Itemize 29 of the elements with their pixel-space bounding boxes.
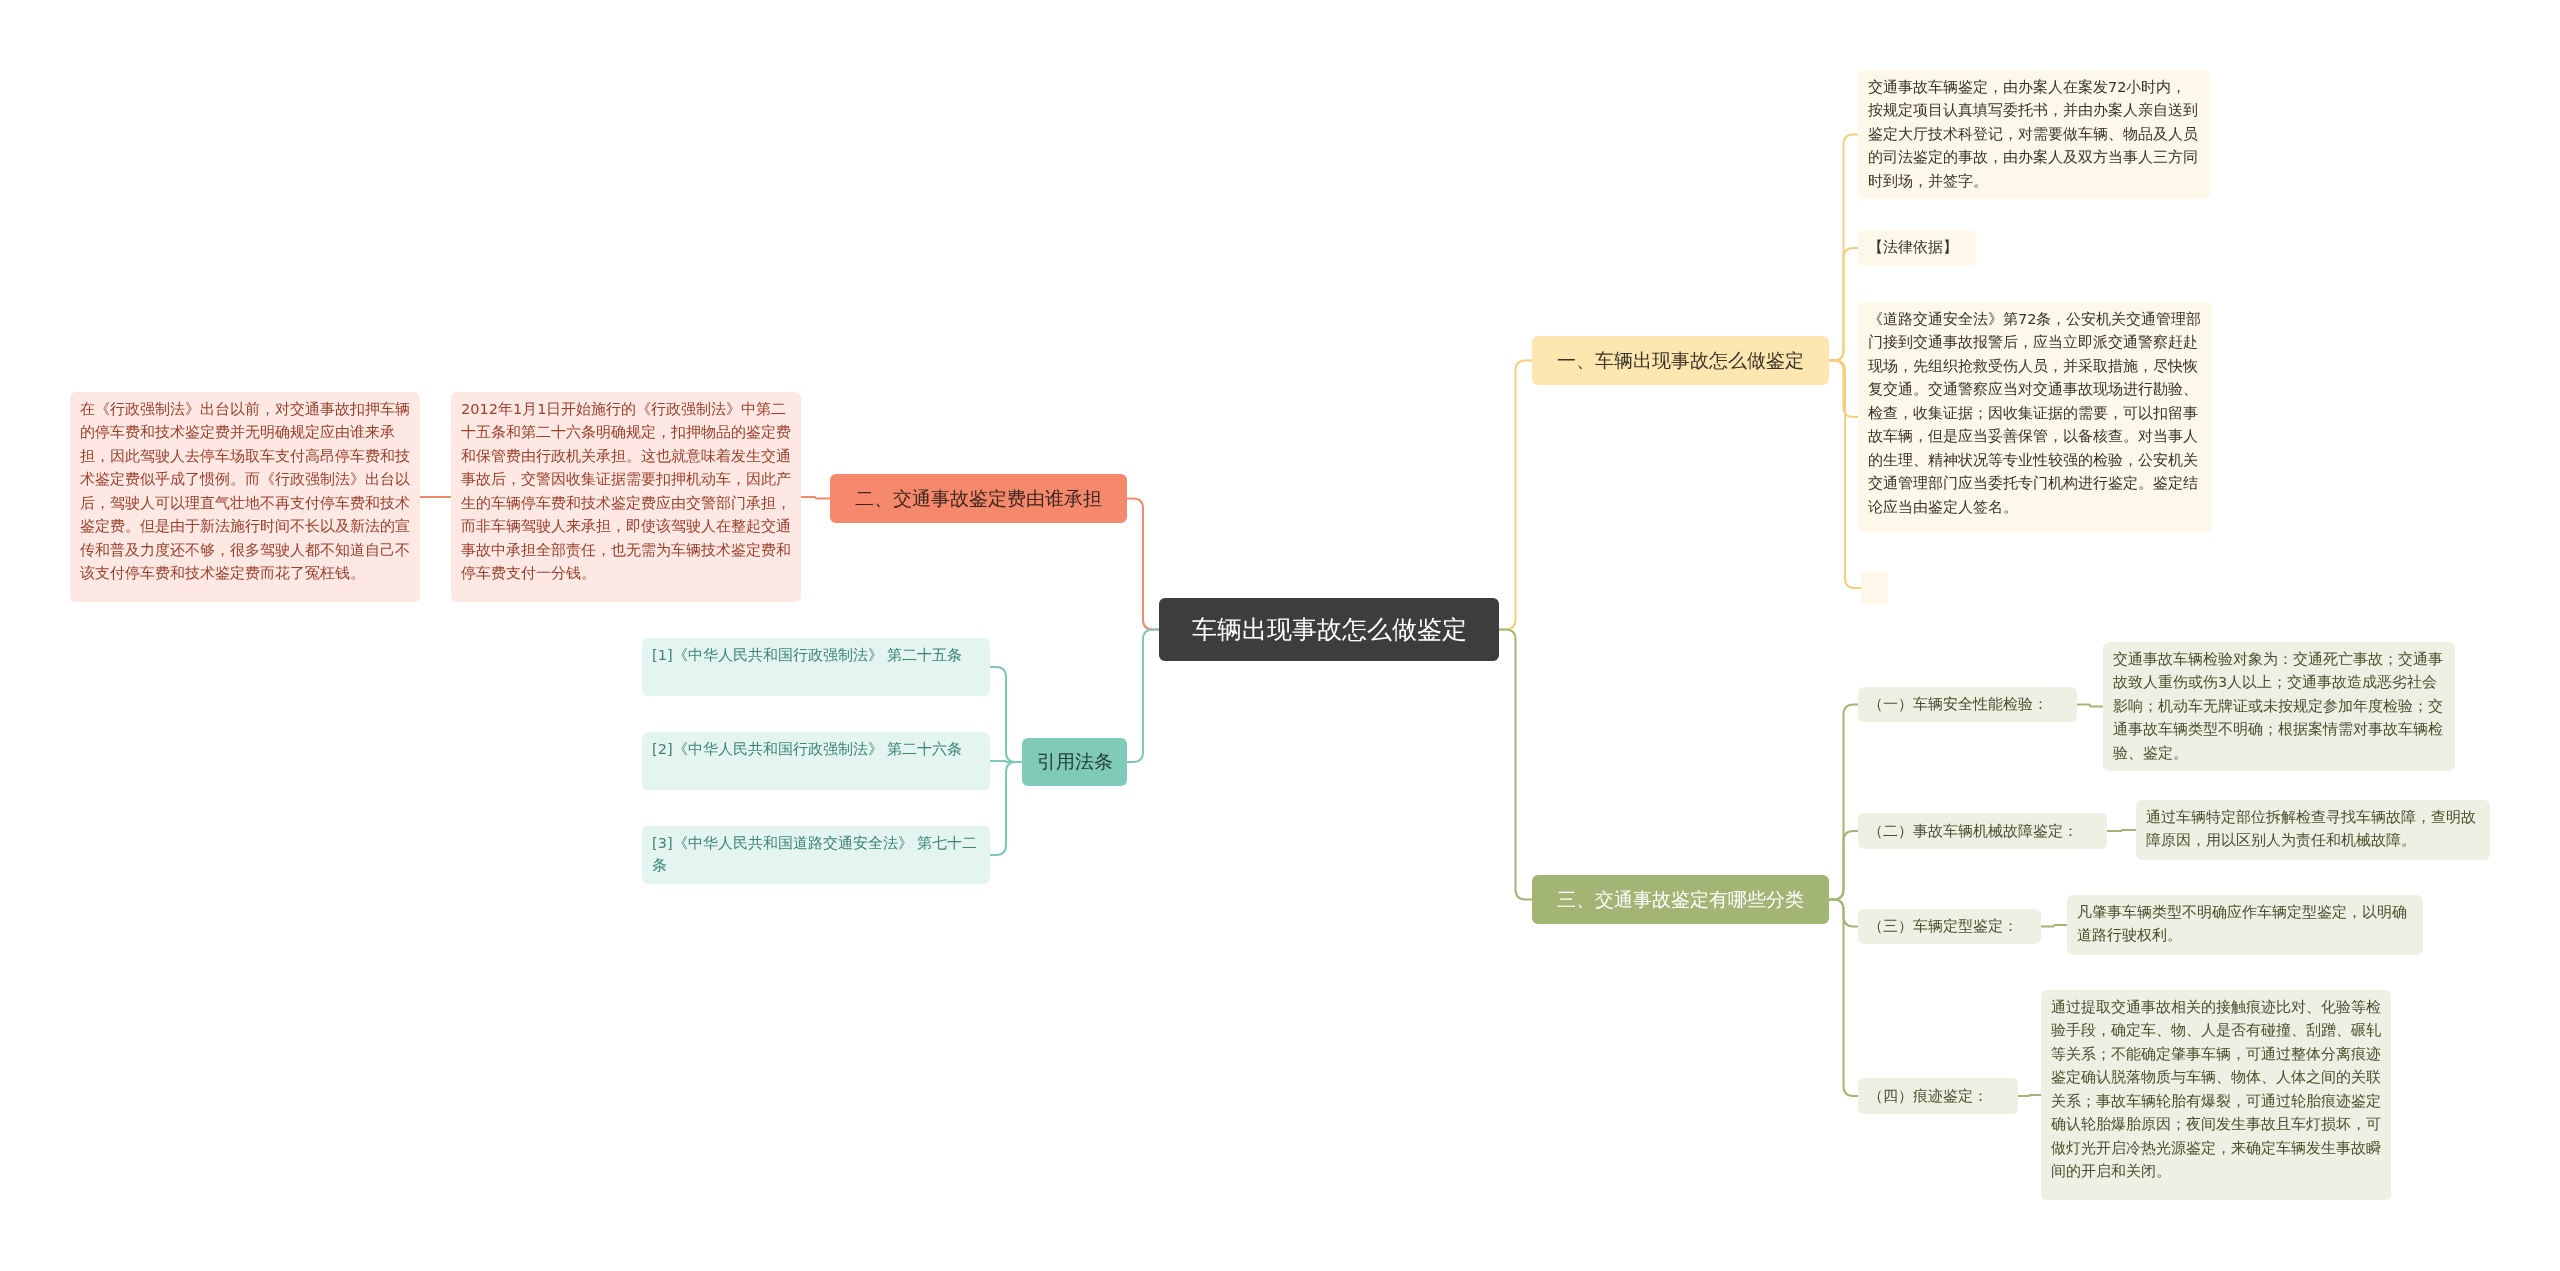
connector-line [2106,829,2137,832]
note-box: 《道路交通安全法》第72条，公安机关交通管理部门接到交通事故报警后，应当立即派交通警察赶赴现场，先组织抢救受伤人员，并采取措施，尽快恢复交通。交通警察应当对交通事故现场进行勘验、检查，收集证据；因收集证据的需要，可以扣留事故车辆，但是应当妥善保管，以备核查。对当事人的生理、精神状况等专业性较强的检验，公安机关交通管理部门应当委托专门机构进行鉴定。鉴定结论应当由鉴定人签名。 [1858,302,2212,532]
connector-line [2076,703,2104,708]
note-box: 通过车辆特定部位拆解检查寻找车辆故障，查明故障原因，用以区别人为责任和机械故障。 [2136,800,2490,860]
citation-box: [1]《中华人民共和国行政强制法》 第二十五条 [642,638,990,696]
note-box: 通过提取交通事故相关的接触痕迹比对、化验等检验手段，确定车、物、人是否有碰撞、刮蹭、碾轧等关系；不能确定肇事车辆，可通过整体分离痕迹鉴定确认脱落物质与车辆、物体、人体之间的关联关系；事故车辆轮胎有爆裂，可通过轮胎痕迹鉴定确认轮胎爆胎原因；夜间发生事故且车灯损坏，可做灯光开启冷热光源鉴定，来确定车辆发生事故瞬间的开启和关闭。 [2041,990,2391,1200]
branch-topic: 三、交通事故鉴定有哪些分类 [1532,875,1829,924]
connector-line [800,496,831,500]
note-box: 交通事故车辆检验对象为：交通死亡事故；交通事故致人重伤或伤3人以上；交通事故造成恶劣社会影响；机动车无牌证或未按规定参加年度检验；交通事故车辆类型不明确；根据案情需对事故车辆检验、鉴定。 [2103,642,2455,772]
note-box: 凡肇事车辆类型不明确应作车辆定型鉴定，以明确道路行驶权利。 [2067,895,2423,955]
connector-line [2040,924,2068,928]
citation-box: [3]《中华人民共和国道路交通安全法》 第七十二条 [642,826,990,884]
subtopic-box: （四）痕迹鉴定： [1858,1078,2018,1114]
branch-topic: 引用法条 [1022,738,1127,786]
connector-line [419,496,452,498]
citation-box: [2]《中华人民共和国行政强制法》 第二十六条 [642,732,990,790]
central-topic: 车辆出现事故怎么做鉴定 [1159,598,1499,661]
subtopic-box: （二）事故车辆机械故障鉴定： [1858,813,2107,849]
subtopic-box: （三）车辆定型鉴定： [1858,909,2041,944]
subtopic-box: （一）车辆安全性能检验： [1858,687,2077,722]
branch-topic: 一、车辆出现事故怎么做鉴定 [1532,336,1829,385]
connector-line [2017,1094,2042,1097]
note-box: 【法律依据】 [1858,230,1976,266]
note-box: 2012年1月1日开始施行的《行政强制法》中第二十五条和第二十六条明确规定，扣押物品的鉴定费和保管费由行政机关承担。这也就意味着发生交通事故后，交警因收集证据需要扣押机动车，因此产生的车辆停车费和技术鉴定费应由交警部门承担，而非车辆驾驶人来承担，即使该驾驶人在整起交通事故中承担全部责任，也无需为车辆技术鉴定费和停车费支付一分钱。 [451,392,801,602]
branch-topic: 二、交通事故鉴定费由谁承担 [830,474,1127,523]
note-box: 交通事故车辆鉴定，由办案人在案发72小时内，按规定项目认真填写委托书，并由办案人亲自送到鉴定大厅技术科登记，对需要做车辆、物品及人员的司法鉴定的事故，由办案人及双方当事人三方同时到场，并签字。 [1858,70,2210,200]
note-box: 在《行政强制法》出台以前，对交通事故扣押车辆的停车费和技术鉴定费并无明确规定应由谁来承担，因此驾驶人去停车场取车支付高昂停车费和技术鉴定费似乎成了惯例。而《行政强制法》出台以后，驾驶人可以理直气壮地不再支付停车费和技术鉴定费。但是由于新法施行时间不长以及新法的宣传和普及力度还不够，很多驾驶人都不知道自己不该支付停车费和技术鉴定费而花了冤枉钱。 [70,392,420,602]
empty-box [1861,572,1888,604]
connector-line [1498,628,1533,901]
